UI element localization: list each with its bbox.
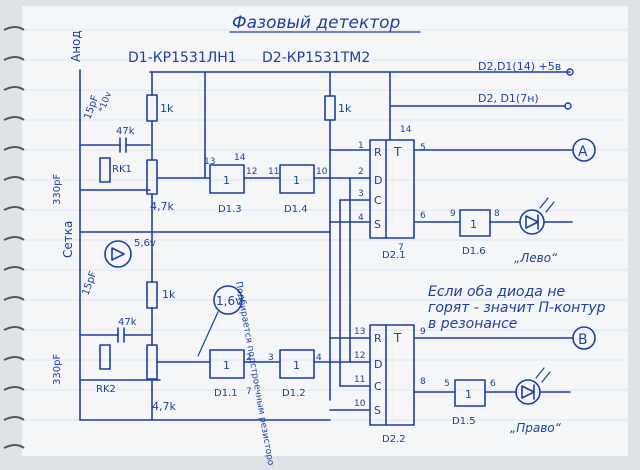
gate-d1-1-pin2: 2 <box>246 353 252 363</box>
ff2-pin-s: S <box>374 404 381 417</box>
gate-d1-6 <box>459 209 491 237</box>
note-line-2: горят - значит П-контур <box>428 300 606 316</box>
ff1-pin-d: D <box>374 174 382 187</box>
flipflop-d2-1 <box>369 139 415 239</box>
rk2-label: RK2 <box>96 384 116 395</box>
ff2-label: D2.2 <box>382 434 406 445</box>
gate-d1-5-pin5: 5 <box>444 379 450 389</box>
note-line-3: в резонансе <box>428 316 517 332</box>
gate-d1-1 <box>209 349 245 379</box>
ff2-pin13: 13 <box>354 327 365 337</box>
power-label-plus5: D2,D1(14) +5в <box>478 60 561 73</box>
chip-d1-label: D1-КР1531ЛН1 <box>128 50 237 66</box>
pin-10: 10 <box>316 167 328 177</box>
power-label-ground: D2, D1(7н) <box>478 92 539 105</box>
ff1-pin-r: R <box>374 146 382 159</box>
ff1-pin2: 2 <box>358 167 364 177</box>
flipflop-d2-2 <box>369 324 415 426</box>
gate-d1-6-label: D1.6 <box>462 246 486 257</box>
trimmer-top-label: 4,7k <box>150 200 174 213</box>
gate-d1-5-mark: 1 <box>465 388 472 401</box>
output-b-label: B <box>578 332 588 348</box>
trimmer-bottom-label: 4,7k <box>152 400 176 413</box>
grid-label: Сетка <box>61 221 75 258</box>
thermistor-rk1 <box>99 157 111 183</box>
spiral-binding <box>3 26 25 449</box>
gate-d1-3 <box>209 164 245 194</box>
ff1-t-mark: T <box>393 145 402 159</box>
note-line-1: Если оба диода не <box>428 284 565 300</box>
ff2-t-mark: T <box>393 331 402 345</box>
ff1-pin3: 3 <box>358 189 364 199</box>
right-indicator-label: „Право“ <box>510 421 562 435</box>
ff1-label: D2.1 <box>382 250 406 261</box>
ff2-pin12: 12 <box>354 351 365 361</box>
ff1-pin1: 1 <box>358 141 364 151</box>
res-1k-b-label: 1k <box>162 288 176 301</box>
ff2-pin8: 8 <box>420 377 426 387</box>
gate-d1-6-mark: 1 <box>470 218 477 231</box>
res-47k-bot-label: 47k <box>118 317 137 328</box>
ff2-pin10: 10 <box>354 399 366 409</box>
res-47k-top-label: 47k <box>116 126 135 137</box>
gate-d1-4-label: D1.4 <box>284 204 308 215</box>
ff1-pin7: 7 <box>398 243 404 253</box>
ff2-pin11: 11 <box>354 375 365 385</box>
cap-330pf-top-label: 330pF <box>52 174 63 205</box>
notebook-page <box>22 6 628 456</box>
capacitor-bottom <box>117 327 153 343</box>
gate-d1-2-pin3: 3 <box>268 353 274 363</box>
capacitor-top <box>119 137 151 153</box>
gate-d1-5-label: D1.5 <box>452 416 476 427</box>
output-a-terminal <box>572 138 596 162</box>
ff1-pin14: 14 <box>400 125 412 135</box>
gate-d1-6-pin9: 9 <box>450 209 456 219</box>
gate-d1-2-mark: 1 <box>293 359 300 372</box>
cap-330pf-bot-label: 330pF <box>52 354 63 385</box>
zener-voltage-label: 5,6v <box>134 238 156 249</box>
pin-14-top: 14 <box>234 153 246 163</box>
anode-label: Анод <box>69 30 83 62</box>
ff1-pin5: 5 <box>420 143 426 153</box>
ff2-pin-c: C <box>374 380 382 393</box>
gate-d1-3-mark: 1 <box>223 174 230 187</box>
gate-d1-2-pin4: 4 <box>316 353 322 363</box>
output-a-label: A <box>578 144 588 160</box>
zener-diode <box>104 240 132 268</box>
chip-d2-label: D2-КР1531ТМ2 <box>262 50 370 66</box>
rk1-label: RK1 <box>112 164 132 175</box>
gate-d1-2-label: D1.2 <box>282 388 306 399</box>
ff2-pin-d: D <box>374 358 382 371</box>
gate-d1-4 <box>279 164 315 194</box>
output-b-terminal <box>572 326 596 350</box>
gate-d1-2 <box>279 349 315 379</box>
ff2-pin-r: R <box>374 332 382 345</box>
gate-d1-5 <box>454 379 486 407</box>
ff2-pin9: 9 <box>420 327 426 337</box>
gate-d1-6-pin8: 8 <box>494 209 500 219</box>
pin-11: 11 <box>268 167 279 177</box>
gate-d1-3-label: D1.3 <box>218 204 242 215</box>
gate-d1-1-pin7: 7 <box>246 387 252 397</box>
gate-d1-5-pin6: 6 <box>490 379 496 389</box>
res-1k-c-label: 1k <box>338 102 352 115</box>
ff1-pin-c: C <box>374 194 382 207</box>
diagram-title: Фазовый детектор <box>232 13 401 33</box>
gate-d1-1-label: D1.1 <box>214 388 238 399</box>
ff1-pin-s: S <box>374 218 381 231</box>
thermistor-rk2 <box>99 344 111 370</box>
res-1k-a-label: 1k <box>160 102 174 115</box>
vref-circle <box>213 285 243 315</box>
gate-d1-4-mark: 1 <box>293 174 300 187</box>
pin-13: 13 <box>204 157 215 167</box>
vref-label: 1,6v <box>216 294 242 308</box>
ff1-pin4: 4 <box>358 213 364 223</box>
left-indicator-label: „Лево“ <box>514 251 558 265</box>
pin-12: 12 <box>246 167 257 177</box>
gate-d1-1-mark: 1 <box>223 359 230 372</box>
ff1-pin6: 6 <box>420 211 426 221</box>
